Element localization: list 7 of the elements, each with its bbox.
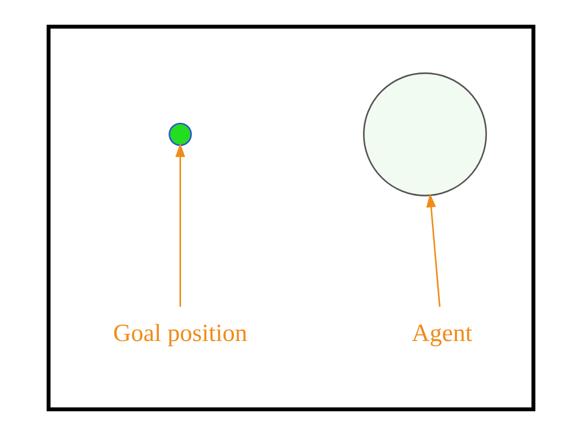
node-text: Goal position bbox=[112, 320, 247, 347]
cluster bbox=[46, 24, 535, 412]
node-text: Agent bbox=[411, 320, 472, 347]
arrow bbox=[174, 143, 185, 307]
arrow bbox=[426, 193, 440, 307]
node-circle bbox=[168, 122, 192, 146]
node-circle bbox=[362, 72, 486, 196]
